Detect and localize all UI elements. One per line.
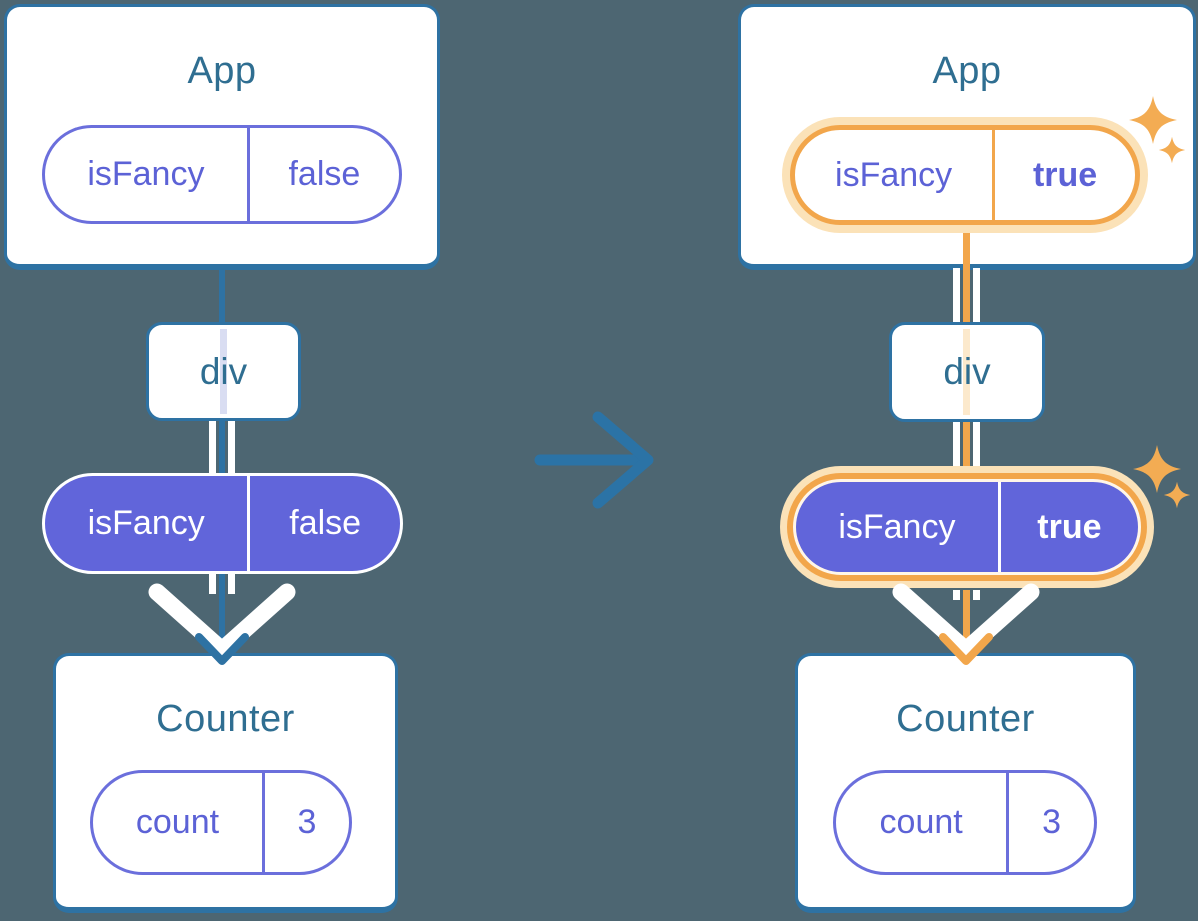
right-flow-center-line (963, 420, 970, 474)
right-flow-center-line (963, 590, 970, 656)
left-counter-state-pill: count 3 (90, 770, 352, 875)
prop-name-cell: isFancy (796, 482, 1001, 572)
sparkle-icon (1133, 445, 1191, 509)
state-value-cell: 3 (1042, 803, 1062, 841)
left-app-title: App (187, 50, 257, 92)
right-passed-prop-pill-highlighted: isFancy true (793, 479, 1141, 575)
state-name-cell: count (93, 773, 265, 872)
left-flow-white-line (228, 572, 235, 594)
left-flow-white-line (209, 572, 216, 594)
prop-name-cell: isFancy (45, 128, 250, 221)
left-app-prop-pill: isFancy false (42, 125, 402, 224)
left-flow-white-line (209, 419, 216, 475)
prop-value-cell: true (1037, 507, 1102, 546)
left-div-passthrough-line (219, 329, 227, 414)
left-div-box: div (146, 322, 301, 421)
right-flow-white-line (973, 268, 980, 324)
right-flow-center-line (963, 268, 970, 324)
right-flow-white-line (973, 420, 980, 474)
right-flow-white-line (953, 590, 960, 600)
left-flow-center-line (219, 572, 225, 656)
left-app-to-div-line (219, 268, 225, 324)
right-div-label: div (943, 351, 991, 392)
right-flow-white-line (953, 268, 960, 324)
prop-value-cell: false (289, 504, 362, 542)
state-value-cell: 3 (297, 803, 317, 841)
state-name-cell: count (836, 773, 1010, 872)
right-div-box: div (889, 322, 1045, 422)
left-div-label: div (199, 350, 248, 392)
right-app-title: App (932, 50, 1002, 92)
prop-value-cell: true (1032, 155, 1098, 194)
right-flow-white-line (973, 590, 980, 600)
left-passed-prop-pill: isFancy false (42, 473, 403, 574)
left-flow-white-line (228, 419, 235, 475)
right-app-internal-line (963, 215, 970, 268)
left-counter-title: Counter (156, 698, 295, 740)
right-counter-state-pill: count 3 (833, 770, 1097, 875)
right-counter-title: Counter (896, 698, 1035, 740)
prop-value-cell: false (288, 155, 361, 193)
prop-name-cell: isFancy (795, 130, 996, 220)
left-flow-center-line (219, 419, 225, 475)
right-arrow-icon (534, 411, 654, 509)
right-div-passthrough-line (963, 329, 970, 415)
right-flow-white-line (953, 420, 960, 474)
right-app-prop-pill-highlighted: isFancy true (790, 125, 1140, 225)
prop-name-cell: isFancy (45, 476, 251, 571)
